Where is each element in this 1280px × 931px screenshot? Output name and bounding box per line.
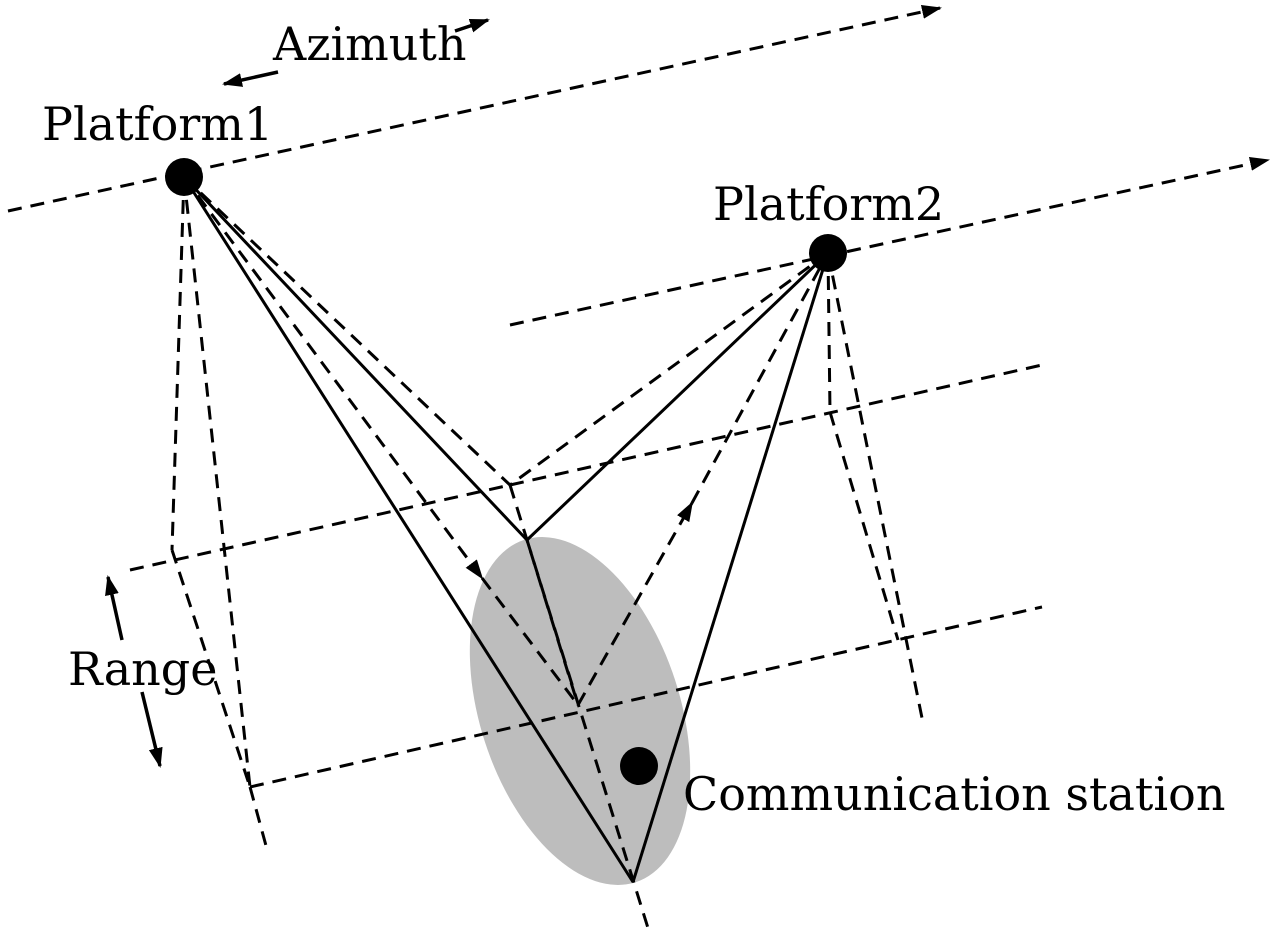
platform1-beam-edge-far [182,176,635,883]
platform1-nadir-line-c [182,176,252,788]
platform1-incident-ray [182,176,484,580]
scattered-ray-to-platform2 [576,501,694,706]
platform1-ray-to-ground-corner [182,175,512,487]
ground-line-upper-left [129,483,511,572]
platform2-nadir-line-b [828,411,900,641]
communication-station-label: Communication station [683,767,1225,821]
range-label: Range [68,642,217,696]
platform2-nadir-line-c [826,252,924,719]
platform2-marker [809,234,847,272]
platform1-beam-edge-near [182,175,529,542]
scattered-ray-to-platform2-continued [690,252,830,504]
azimuth-arrow-right [454,18,490,33]
platform1-nadir-line-d [248,786,270,854]
ground-line-lower [249,605,1043,789]
azimuth-arrow-left [222,70,279,87]
platform1-label: Platform1 [42,97,273,151]
platform2-beam-edge-far [631,252,830,883]
platform1-flight-track [7,4,942,213]
range-arrow-up [105,575,124,641]
platform2-nadir-line-a [826,252,832,413]
communication-station-marker [620,747,658,785]
platform1-nadir-line-a [170,176,186,551]
footprint-ellipse [469,537,691,885]
platform1-incident-ray-continued [480,577,580,706]
platform2-beam-edge-near [525,251,830,542]
azimuth-label: Azimuth [272,17,467,71]
platform2-ray-to-ground-corner [509,251,829,487]
platform2-label: Platform2 [713,177,944,231]
platform1-nadir-line-b [170,549,252,788]
platform2-flight-track [509,156,1270,327]
range-arrow-down [140,691,163,768]
platform1-marker [165,158,203,196]
